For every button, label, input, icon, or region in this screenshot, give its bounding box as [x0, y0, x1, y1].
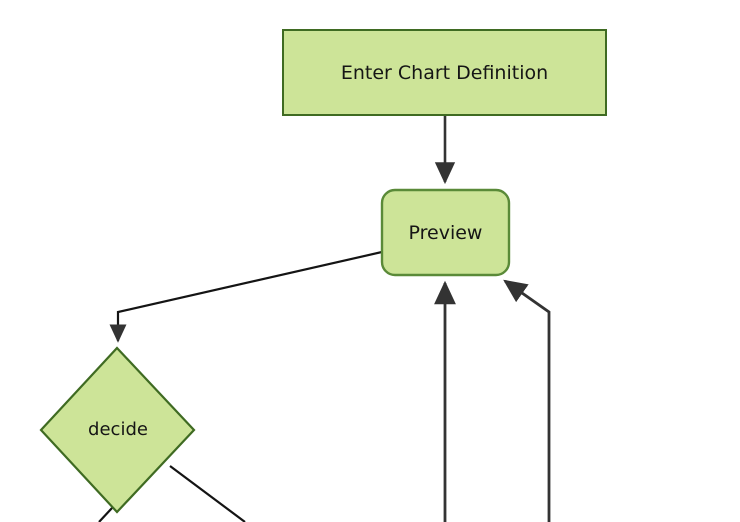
node-decide-label: decide	[88, 419, 148, 440]
node-enter-chart-definition-label: Enter Chart Definition	[341, 62, 548, 84]
node-decide[interactable]: decide	[39, 346, 196, 514]
node-enter-chart-definition[interactable]: Enter Chart Definition	[282, 29, 607, 116]
node-preview-label: Preview	[409, 222, 483, 244]
edge-decide-out-left	[98, 507, 113, 522]
edge-decide-out-right	[169, 465, 246, 522]
edge-preview-to-decide	[109, 250, 383, 343]
node-preview[interactable]: Preview	[380, 188, 511, 277]
edge-bottom-right-to-preview	[503, 279, 551, 522]
